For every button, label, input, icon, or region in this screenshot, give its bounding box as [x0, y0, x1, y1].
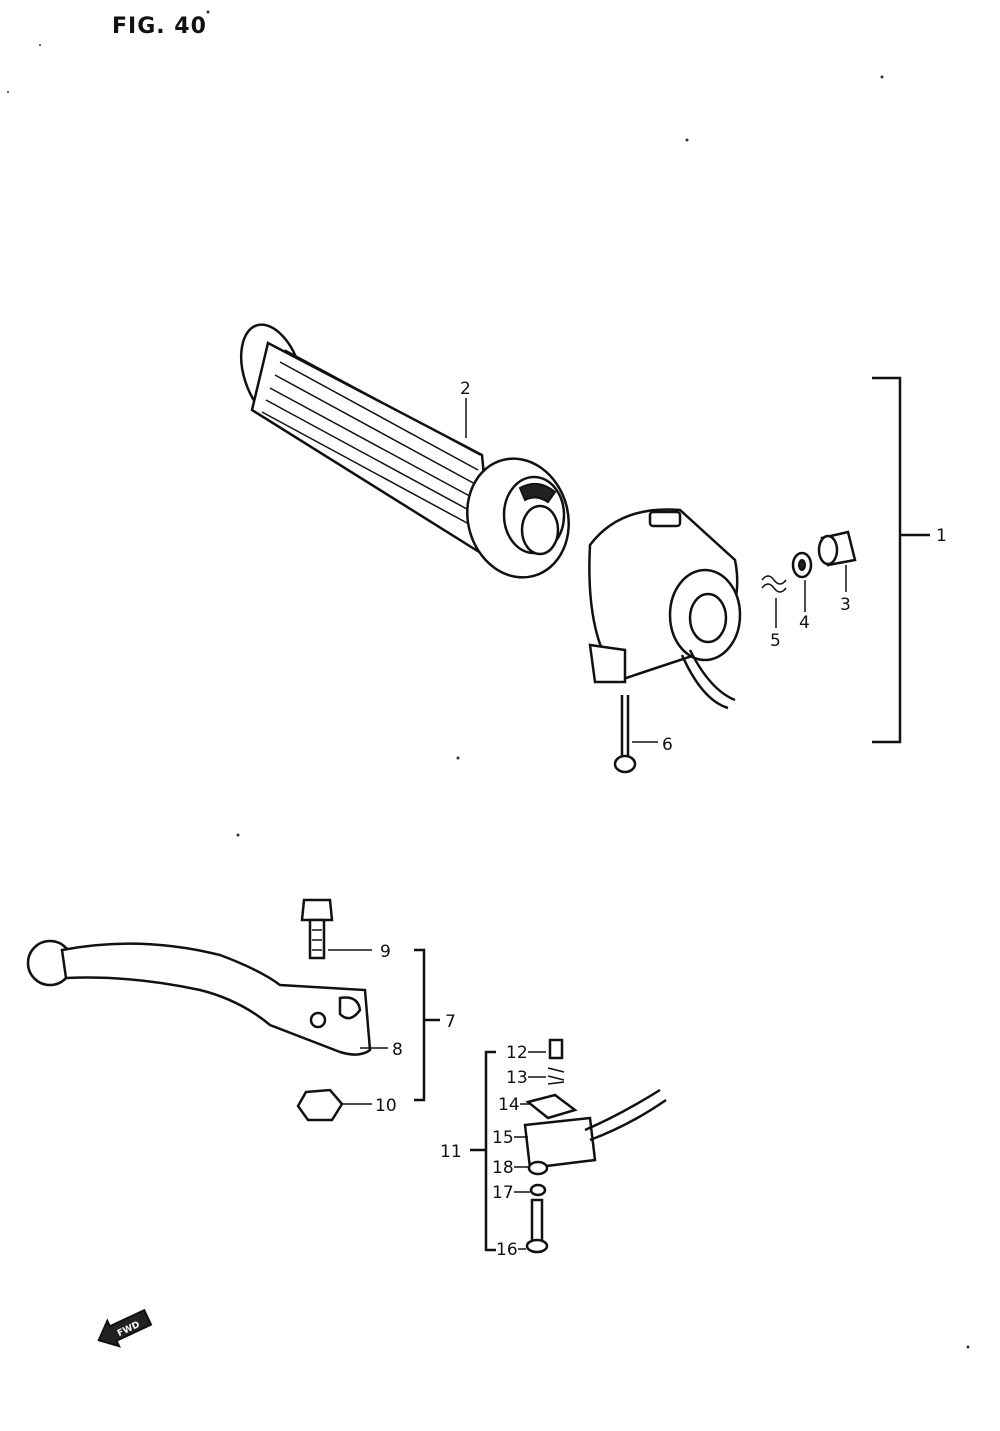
fwd-arrow-icon: FWD [97, 1308, 153, 1348]
callout-9: 9 [380, 942, 391, 962]
switch-assembly [523, 1038, 667, 1254]
callout-18: 18 [492, 1158, 514, 1178]
callout-6: 6 [662, 735, 673, 755]
figure-title: FIG. 40 [112, 14, 207, 39]
callout-10: 10 [375, 1096, 397, 1116]
callout-14: 14 [498, 1095, 520, 1115]
callout-3: 3 [840, 595, 851, 615]
bolt-part-9 [300, 898, 334, 960]
scan-specks [7, 10, 970, 1349]
bracket-1 [872, 376, 902, 744]
brake-lever [26, 939, 372, 1056]
callout-1: 1 [936, 526, 947, 546]
spring-part-5 [761, 575, 787, 593]
callout-5: 5 [770, 631, 781, 651]
callout-8: 8 [392, 1040, 403, 1060]
callout-16: 16 [496, 1240, 518, 1260]
callout-15: 15 [492, 1128, 514, 1148]
callout-13: 13 [506, 1068, 528, 1088]
bracket-7 [414, 948, 426, 1102]
screw-part-6 [613, 695, 637, 774]
bracket-11 [484, 1050, 496, 1252]
callout-11: 11 [440, 1142, 462, 1162]
callout-7: 7 [445, 1012, 456, 1032]
callout-17: 17 [492, 1183, 514, 1203]
callout-4: 4 [799, 613, 810, 633]
callout-2: 2 [460, 379, 471, 399]
handlebar-grip [239, 323, 570, 579]
nut-part-10 [296, 1088, 344, 1122]
callout-12: 12 [506, 1043, 528, 1063]
switch-housing [588, 508, 742, 710]
